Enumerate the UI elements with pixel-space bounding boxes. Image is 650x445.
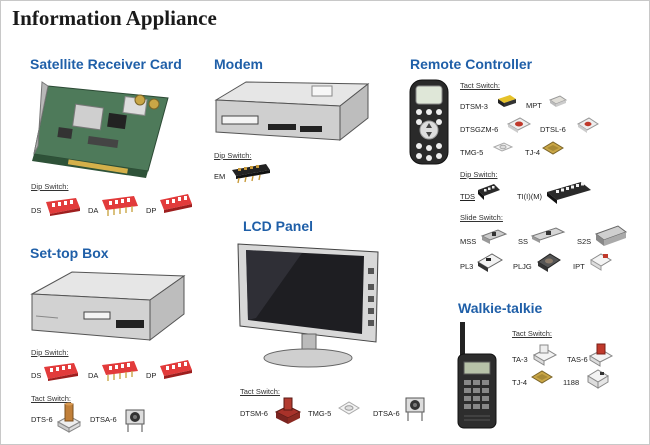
modem-em-label: EM [214,172,226,181]
tact-switch-mpt-image [548,94,568,108]
lcd-dtsa6-label: DTSA-6 [373,409,400,418]
remote-ipt-label: IPT [573,262,585,271]
walkie-tact-subtitle: Tact Switch: [512,329,553,338]
walkie-ta3-label: TA-3 [512,355,528,364]
slide-switch-pljg-image [536,252,562,274]
remote-ti-label: TI(I)(M) [517,192,542,201]
modem-image [212,78,372,144]
tact-switch-ta3-image [532,343,558,367]
tact-switch-dtsa6-image [122,404,150,434]
settop-dip-subtitle: Dip Switch: [31,348,69,357]
dip-switch-ti-image [545,180,593,206]
tact-switch-tj4-image [541,140,565,156]
settop-dp-label: DP [146,371,157,380]
lcd-tact-tmg5-image [337,400,361,416]
slide-switch-mss-image [480,228,508,246]
tact-switch-dtsgzm6-image [506,116,532,134]
remote-pljg-label: PLJG [513,262,532,271]
tact-switch-tj4-walkie-image [530,369,554,385]
slide-switch-pl3-image [476,252,504,274]
remote-controller-image [408,78,450,166]
satellite-dp-label: DP [146,206,157,215]
satellite-title: Satellite Receiver Card [30,56,182,72]
dip-switch-ds-image [44,196,82,216]
satellite-dip-subtitle: Dip Switch: [31,182,69,191]
modem-dip-subtitle: Dip Switch: [214,151,252,160]
walkie-title: Walkie-talkie [458,300,543,316]
walkie-tj4-label: TJ-4 [512,378,527,387]
tact-switch-dts6-image [56,402,82,436]
remote-dtsm3-label: DTSM-3 [460,102,488,111]
walkie-1188-label: 1188 [563,378,580,387]
tact-switch-tmg5-image [492,141,514,155]
slide-switch-ipt-image [589,250,613,272]
walkie-tas6-label: TAS-6 [567,355,588,364]
remote-mpt-label: MPT [526,101,542,110]
settop-ds-label: DS [31,371,42,380]
remote-s2s-label: S2S [577,237,592,246]
settop-dtsa6-label: DTSA-6 [90,415,117,424]
satellite-da-label: DA [88,206,99,215]
settop-dts6-label: DTS-6 [31,415,53,424]
lcd-tact-subtitle: Tact Switch: [240,387,281,396]
dip-switch-tds-image [476,182,502,202]
dip-switch-dp-image [158,192,194,216]
tact-switch-dtsm6-image [274,394,302,426]
page-title: Information Appliance [12,6,217,30]
tact-switch-1188-image [586,366,610,390]
remote-dip-subtitle: Dip Switch: [460,170,498,179]
remote-title: Remote Controller [410,56,533,72]
satellite-ds-label: DS [31,206,42,215]
remote-pl3-label: PL3 [460,262,474,271]
settop-title: Set-top Box [30,245,109,261]
remote-tact-subtitle: Tact Switch: [460,81,501,90]
modem-title: Modem [214,56,263,72]
settop-tact-subtitle: Tact Switch: [31,394,72,403]
dip-switch-da-image [100,194,140,218]
slide-switch-ss-image [530,226,566,244]
lcd-panel-image [232,238,392,372]
remote-tds-label: TDS [460,192,475,201]
settop-dip-dp-image [158,358,194,382]
tact-switch-tas6-image [588,342,614,368]
settop-dip-ds-image [42,361,80,381]
dip-switch-em-image [230,162,272,184]
lcd-dtsm6-label: DTSM-6 [240,409,268,418]
remote-slide-subtitle: Slide Switch: [460,213,503,222]
settop-dip-da-image [100,359,140,383]
settop-da-label: DA [88,371,99,380]
lcd-tact-dtsa6-image [402,392,430,424]
satellite-card-image [28,76,178,188]
settop-box-image [28,268,188,346]
lcd-tmg5-label: TMG-5 [308,409,332,418]
slide-switch-s2s-image [594,224,628,248]
tact-switch-dtsm3-image [496,93,518,109]
walkie-talkie-image [452,320,504,432]
remote-dtsl6-label: DTSL-6 [540,125,566,134]
tact-switch-dtsl6-image [576,116,600,134]
remote-mss-label: MSS [460,237,477,246]
remote-dtsgzm6-label: DTSGZM-6 [460,125,499,134]
remote-tj4-label: TJ-4 [525,148,540,157]
remote-tmg5-label: TMG-5 [460,148,484,157]
remote-ss-label: SS [518,237,529,246]
lcd-title: LCD Panel [243,218,314,234]
